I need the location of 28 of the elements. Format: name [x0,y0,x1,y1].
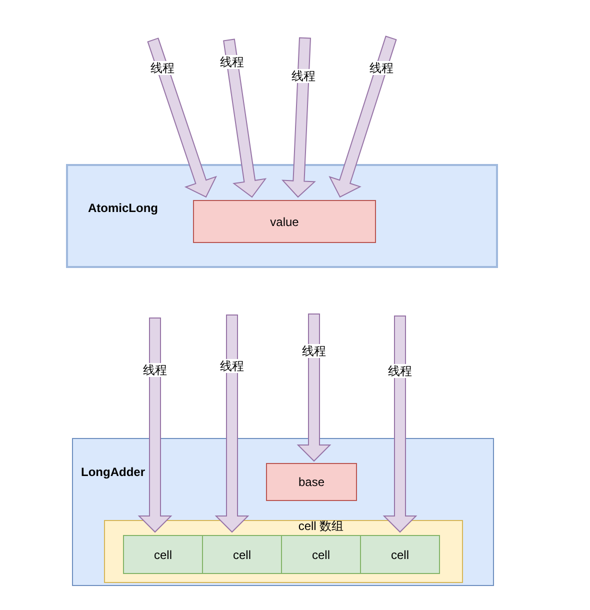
block-arrow [328,36,397,198]
cell-box: cell [202,535,282,574]
edge-label: 线程 [291,69,316,83]
container-title: LongAdder [81,465,145,479]
edge-label: 线程 [302,344,326,358]
edge-label: 线程 [143,363,167,377]
group-title: cell 数组 [297,519,345,533]
block-arrow [296,314,332,462]
edge-label: 线程 [388,364,412,378]
block-arrow [138,318,172,533]
field-box: base [266,463,357,501]
block-arrow [382,316,418,533]
cell-box: cell [123,535,203,574]
cell-box: cell [281,535,361,574]
edge-label: 线程 [220,359,244,373]
block-arrow [223,38,267,198]
container-box [66,164,498,268]
block-arrow [147,38,217,198]
edge-label: 线程 [150,61,174,75]
value-box: value [193,200,376,243]
cell-box: cell [360,535,440,574]
container-title: AtomicLong [88,201,158,215]
array-box [104,520,463,583]
block-arrow [282,37,316,198]
container-box [72,438,494,586]
block-arrow [214,314,250,533]
edge-label: 线程 [369,61,394,75]
edge-label: 线程 [220,55,244,69]
